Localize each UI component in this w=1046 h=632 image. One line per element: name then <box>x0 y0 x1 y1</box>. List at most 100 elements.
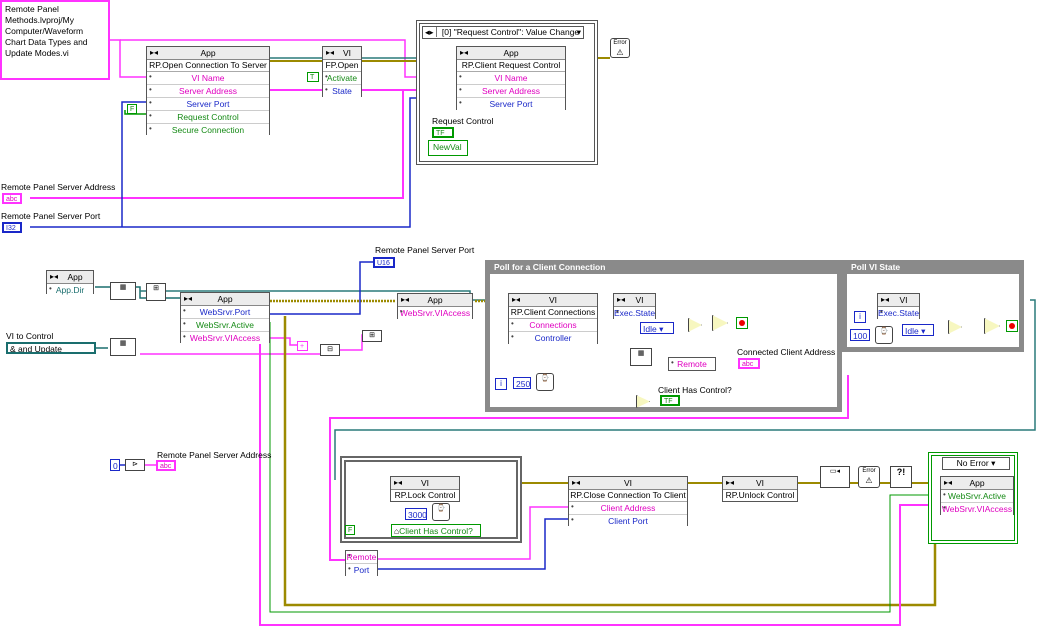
build-array-icon[interactable]: ⊟ <box>320 344 340 356</box>
client-has-control-local[interactable]: ⌂Client Has Control? <box>391 524 481 537</box>
exec-state-property[interactable]: Exec.State <box>614 306 655 319</box>
number-to-string-icon[interactable]: ⊳ <box>125 459 145 471</box>
wait-250-constant[interactable]: 250 <box>513 377 531 389</box>
build-path-icon[interactable]: ▦ <box>110 282 136 300</box>
poll-client-while-loop[interactable]: Poll for a Client Connection i 250 ⌚ <box>485 260 842 412</box>
false-constant[interactable]: F <box>127 104 137 114</box>
connected-client-address-indicator[interactable]: abc <box>738 358 760 369</box>
idle-enum-constant[interactable]: Idle ▾ <box>640 322 674 334</box>
client-connections-connections[interactable]: Connections <box>509 318 597 332</box>
unbundle-port-field[interactable]: Port <box>346 563 377 576</box>
simple-error-handler-icon[interactable]: Error ⚠ <box>610 38 630 58</box>
fp-open-state[interactable]: State <box>323 84 361 97</box>
final-websrvr-viaccess[interactable]: WebSrvr.VIAccess <box>941 502 1013 515</box>
poll-vi-state-while-loop[interactable]: Poll VI State i 100 ⌚ <box>842 260 1024 352</box>
websrvr-class: App <box>217 294 233 304</box>
stop-terminal-2[interactable] <box>1006 320 1018 332</box>
client-connections-controller[interactable]: Controller <box>509 331 597 344</box>
insert-array-icon[interactable]: ⊞ <box>362 330 382 342</box>
rp-close-connection-node[interactable]: ▸◂ VI RP.Close Connection To Client Clie… <box>568 476 688 527</box>
unbundle-remote-node[interactable]: Remote <box>668 357 716 371</box>
loop-iteration-terminal: i <box>854 311 866 323</box>
close-connection-client-port[interactable]: Client Port <box>569 514 687 527</box>
rp-open-connection-node[interactable]: ▸◂ App RP.Open Connection To Server VI N… <box>146 46 270 136</box>
app-dir-property[interactable]: App.Dir <box>47 283 93 296</box>
final-app-class: App <box>969 478 985 488</box>
event-selector[interactable]: ◂▸ [0] "Request Control": Value Change ▾ <box>422 26 584 39</box>
client-request-header: ▸◂ App <box>457 47 565 60</box>
case-selector[interactable]: No Error ▾ <box>942 457 1010 470</box>
open-connection-server-address[interactable]: Server Address <box>147 84 269 98</box>
open-connection-request-control[interactable]: Request Control <box>147 110 269 124</box>
client-connections-class: VI <box>548 295 558 305</box>
fp-open-property: FP.Open <box>323 60 361 72</box>
unbundle-node[interactable]: Remote Port <box>345 550 378 576</box>
wait-3000-constant[interactable]: 3000 <box>405 508 427 520</box>
chevron-down-icon: ▾ <box>991 458 996 468</box>
idle-enum-constant-2[interactable]: Idle ▾ <box>902 324 934 336</box>
rp-client-connections-node[interactable]: ▸◂ VI RP.Client Connections Connections … <box>508 293 598 344</box>
rp-lock-control-node[interactable]: ▸◂ VI RP.Lock Control <box>390 476 460 502</box>
viaccess-property[interactable]: WebSrvr.VIAccess <box>398 306 472 319</box>
client-request-server-port[interactable]: Server Port <box>457 97 565 110</box>
rp-client-request-control-node[interactable]: ▸◂ App RP.Client Request Control VI Name… <box>456 46 566 110</box>
open-vi-reference-icon[interactable]: ⊞ <box>146 283 166 301</box>
clear-errors-icon[interactable]: ?! <box>890 466 912 488</box>
open-connection-server-port[interactable]: Server Port <box>147 97 269 111</box>
server-port-control[interactable]: I32 <box>2 222 22 233</box>
chevron-down-icon[interactable]: ▾ <box>576 27 581 37</box>
strip-path-icon[interactable]: ▦ <box>110 338 136 356</box>
merge-errors-icon[interactable]: Error ⚠ <box>858 466 880 488</box>
connected-client-address-label: Connected Client Address <box>737 347 836 357</box>
open-connection-secure-connection[interactable]: Secure Connection <box>147 123 269 136</box>
fp-open-property-node[interactable]: ▸◂ VI FP.Open Activate State <box>322 46 362 97</box>
unbundle-remote[interactable]: Remote <box>669 357 715 370</box>
websrvr-port-property[interactable]: WebSrvr.Port <box>181 305 269 319</box>
final-websrvr-active[interactable]: WebSrvr.Active <box>941 489 1013 503</box>
unlock-control-method: RP.Unlock Control <box>723 490 797 501</box>
client-has-control-indicator[interactable]: TF <box>660 395 680 406</box>
open-connection-vi-name[interactable]: VI Name <box>147 71 269 85</box>
warning-icon: ⚠ <box>865 476 873 485</box>
port-indicator[interactable]: U16 <box>373 257 395 268</box>
true-constant[interactable]: T <box>307 72 319 82</box>
app-reference-constant[interactable]: ▸◂ App App.Dir <box>46 270 94 296</box>
wait-ms-icon[interactable]: ⌚ <box>432 503 450 521</box>
property-arrow-icon: ▸◂ <box>50 272 59 281</box>
client-connections-method: RP.Client Connections <box>509 307 597 319</box>
wait-ms-icon[interactable]: ⌚ <box>536 373 554 391</box>
client-request-server-address[interactable]: Server Address <box>457 84 565 98</box>
rp-unlock-control-node[interactable]: ▸◂ VI RP.Unlock Control <box>722 476 798 502</box>
stop-terminal[interactable] <box>736 317 748 329</box>
websrvr-viaccess-property[interactable]: WebSrvr.VIAccess <box>181 331 269 344</box>
false-constant-2[interactable]: F <box>345 525 355 535</box>
path-grid-icon: ▦ <box>119 340 127 347</box>
fp-open-activate[interactable]: Activate <box>323 71 361 85</box>
exec-state-2-property[interactable]: Exec.State <box>878 306 919 319</box>
client-request-vi-name[interactable]: VI Name <box>457 71 565 85</box>
websrvr-active-property[interactable]: WebSrvr.Active <box>181 318 269 332</box>
request-control-terminal[interactable]: TF <box>432 127 454 138</box>
vi-to-control-path[interactable]: & and Update Modes.vi <box>6 342 96 354</box>
idle-enum-value: Idle <box>643 324 657 334</box>
app-viaccess-property-node[interactable]: ▸◂ App WebSrvr.VIAccess <box>397 293 473 319</box>
concat-constant[interactable]: + <box>297 341 308 351</box>
vi-path-comment-text: Remote Panel Methods.lvproj/My Computer/… <box>5 4 88 58</box>
bottom-address-indicator[interactable]: abc <box>156 460 176 471</box>
server-address-control[interactable]: abc <box>2 193 22 204</box>
final-app-property-node[interactable]: ▸◂ App WebSrvr.Active WebSrvr.VIAccess <box>940 476 1014 515</box>
app-websrvr-property-node[interactable]: ▸◂ App WebSrvr.Port WebSrvr.Active WebSr… <box>180 292 270 344</box>
wait-100-constant[interactable]: 100 <box>850 329 870 341</box>
exec-state-property-node-2[interactable]: ▸◂ VI Exec.State <box>877 293 920 319</box>
case-selector-label: No Error <box>956 458 989 468</box>
wait-ms-icon[interactable]: ⌚ <box>875 326 893 344</box>
method-arrow-icon: ▸◂ <box>572 478 581 487</box>
close-connection-client-address[interactable]: Client Address <box>569 501 687 515</box>
property-arrow-icon: ▸◂ <box>617 295 626 304</box>
clock-icon: ⌚ <box>436 505 446 512</box>
event-selector-arrows[interactable]: ◂▸ <box>423 27 437 37</box>
zero-constant[interactable]: 0 <box>110 459 120 471</box>
exec-state-property-node[interactable]: ▸◂ VI Exec.State <box>613 293 656 319</box>
close-reference-icon[interactable]: ▭◂ <box>820 466 850 488</box>
index-array-icon[interactable]: ▦ <box>630 348 652 366</box>
